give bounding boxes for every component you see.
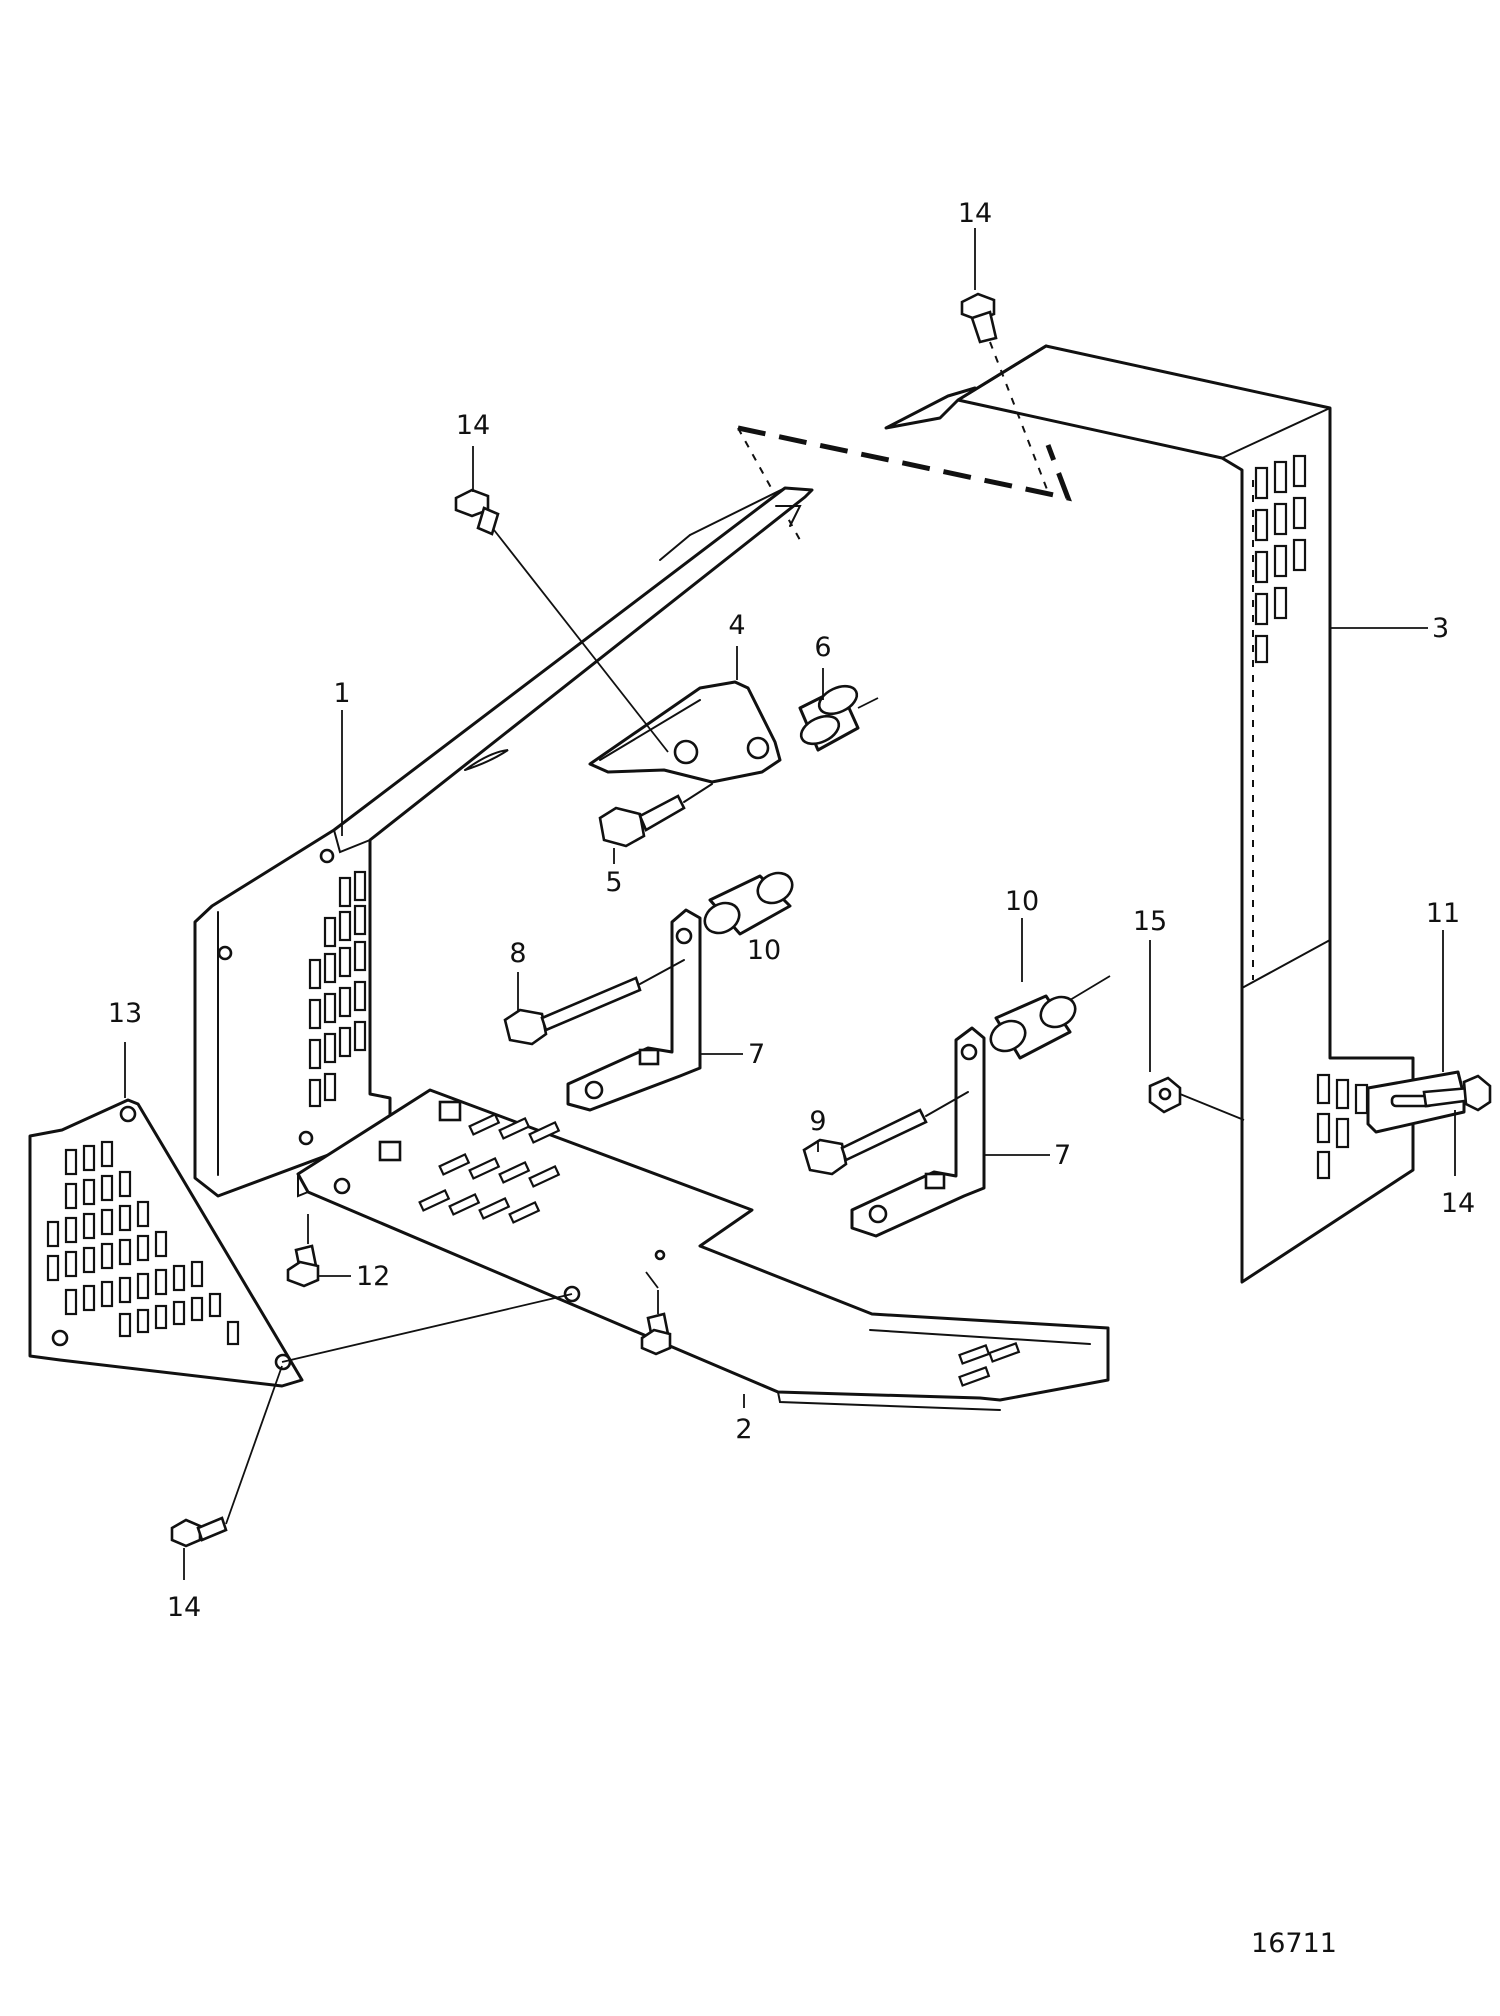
callout-14-upper-left: 14 [456,410,490,441]
part-10-spacer-upper [703,871,794,936]
callout-leaders [124,228,1456,1580]
part-10-spacer-lower [989,975,1111,1060]
part-3-vent-slots [1254,454,1369,1180]
part-13-vent-slots [46,1140,240,1346]
callout-11: 11 [1426,898,1460,929]
part-5-bolt [598,783,713,848]
part-1-vent-slots [308,870,367,1108]
callout-10-upper: 10 [747,935,781,966]
screw-under-base [640,1290,672,1356]
part-15-nut [1148,1076,1245,1121]
part-9-bolt [802,1091,969,1176]
callout-12: 12 [356,1261,390,1292]
part-6-spacer [798,684,879,752]
callout-9: 9 [809,1106,826,1137]
part-7-foot-bracket-right [850,1026,986,1238]
callout-13: 13 [108,998,142,1029]
part-7-foot-bracket-left [566,908,702,1112]
part-8-bolt [503,959,685,1046]
leader-plate-13-to-base [281,1293,573,1363]
callout-15: 15 [1133,906,1167,937]
callout-1: 1 [333,678,350,709]
callout-8: 8 [509,938,526,969]
callout-7-left: 7 [748,1039,765,1070]
callout-14-top: 14 [958,198,992,229]
part-1-angled-bracket [193,486,814,1198]
callout-3: 3 [1432,613,1449,644]
part-2-base-plate [296,1088,1110,1411]
callout-7-right: 7 [1054,1140,1071,1171]
callout-10-lower: 10 [1005,886,1039,917]
callout-2: 2 [735,1414,752,1445]
part-3-vertical-bracket [884,344,1415,1284]
figure-number: 16711 [1251,1928,1337,1959]
part-14-screw-right [1422,1074,1492,1112]
part-11-adjuster-bracket [1366,1070,1466,1134]
callout-4: 4 [728,610,745,641]
alignment-line [737,427,801,541]
part-12-screw [286,1214,320,1288]
callout-5: 5 [605,867,622,898]
callout-14-right: 14 [1441,1188,1475,1219]
part-14-screw-upper-left [454,488,669,753]
part-13-triangular-plate [28,1098,304,1388]
part-14-screw-top [960,292,1049,493]
callout-14-bottom-left: 14 [167,1592,201,1623]
leader-screw-to-plate-2 [645,1271,659,1289]
part-14-screw-bottom-left [170,1365,283,1548]
alignment-dashed-outline [737,425,1072,502]
part-2-vent-slots [418,1112,1021,1387]
callout-6: 6 [814,632,831,663]
part-4-mount-bracket [588,680,782,784]
